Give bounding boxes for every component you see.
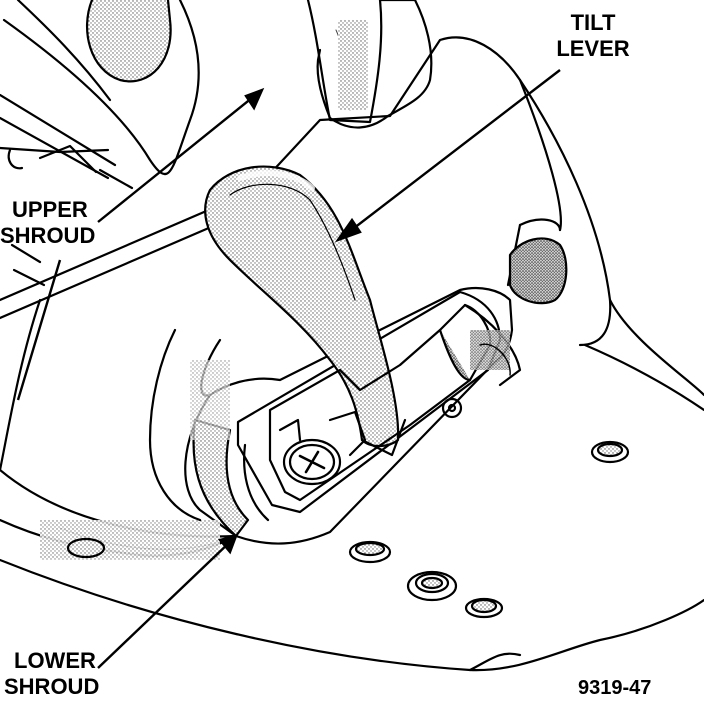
tilt-lever-leader bbox=[344, 69, 561, 236]
upper-shroud-leader-bottom bbox=[16, 259, 62, 401]
lower-shroud-callout-line2: SHROUD bbox=[4, 674, 100, 699]
lower-shroud-callout: LOWER SHROUD bbox=[4, 648, 108, 700]
lower-shroud-callout-line1: LOWER bbox=[14, 648, 96, 673]
lower-shroud-arrowhead bbox=[217, 534, 238, 555]
mounting-holes bbox=[66, 440, 630, 619]
upper-shroud bbox=[0, 0, 264, 320]
phillips-screw-icon bbox=[282, 438, 342, 486]
tilt-lever-callout-line1: TILT bbox=[570, 10, 616, 35]
tilt-lever-callout: TILT LEVER bbox=[548, 10, 638, 62]
lower-shroud-leader bbox=[97, 539, 233, 669]
tilt-lever-callout-line2: LEVER bbox=[556, 36, 630, 61]
upper-shroud-callout-line2: SHROUD bbox=[0, 223, 96, 248]
upper-shroud-callout-line1: UPPER bbox=[12, 197, 88, 222]
tilt-lever bbox=[204, 165, 407, 457]
figure-number: 9319-47 bbox=[578, 677, 652, 699]
leader-lines bbox=[16, 69, 561, 669]
tilt-mechanism bbox=[268, 303, 522, 502]
tilt-lever-arrowhead bbox=[334, 217, 362, 243]
upper-shroud-arrowhead bbox=[244, 87, 265, 111]
upper-shroud-leader-top bbox=[97, 92, 259, 223]
column-shaft bbox=[306, 0, 433, 129]
upper-shroud-callout: UPPER SHROUD bbox=[0, 197, 108, 249]
